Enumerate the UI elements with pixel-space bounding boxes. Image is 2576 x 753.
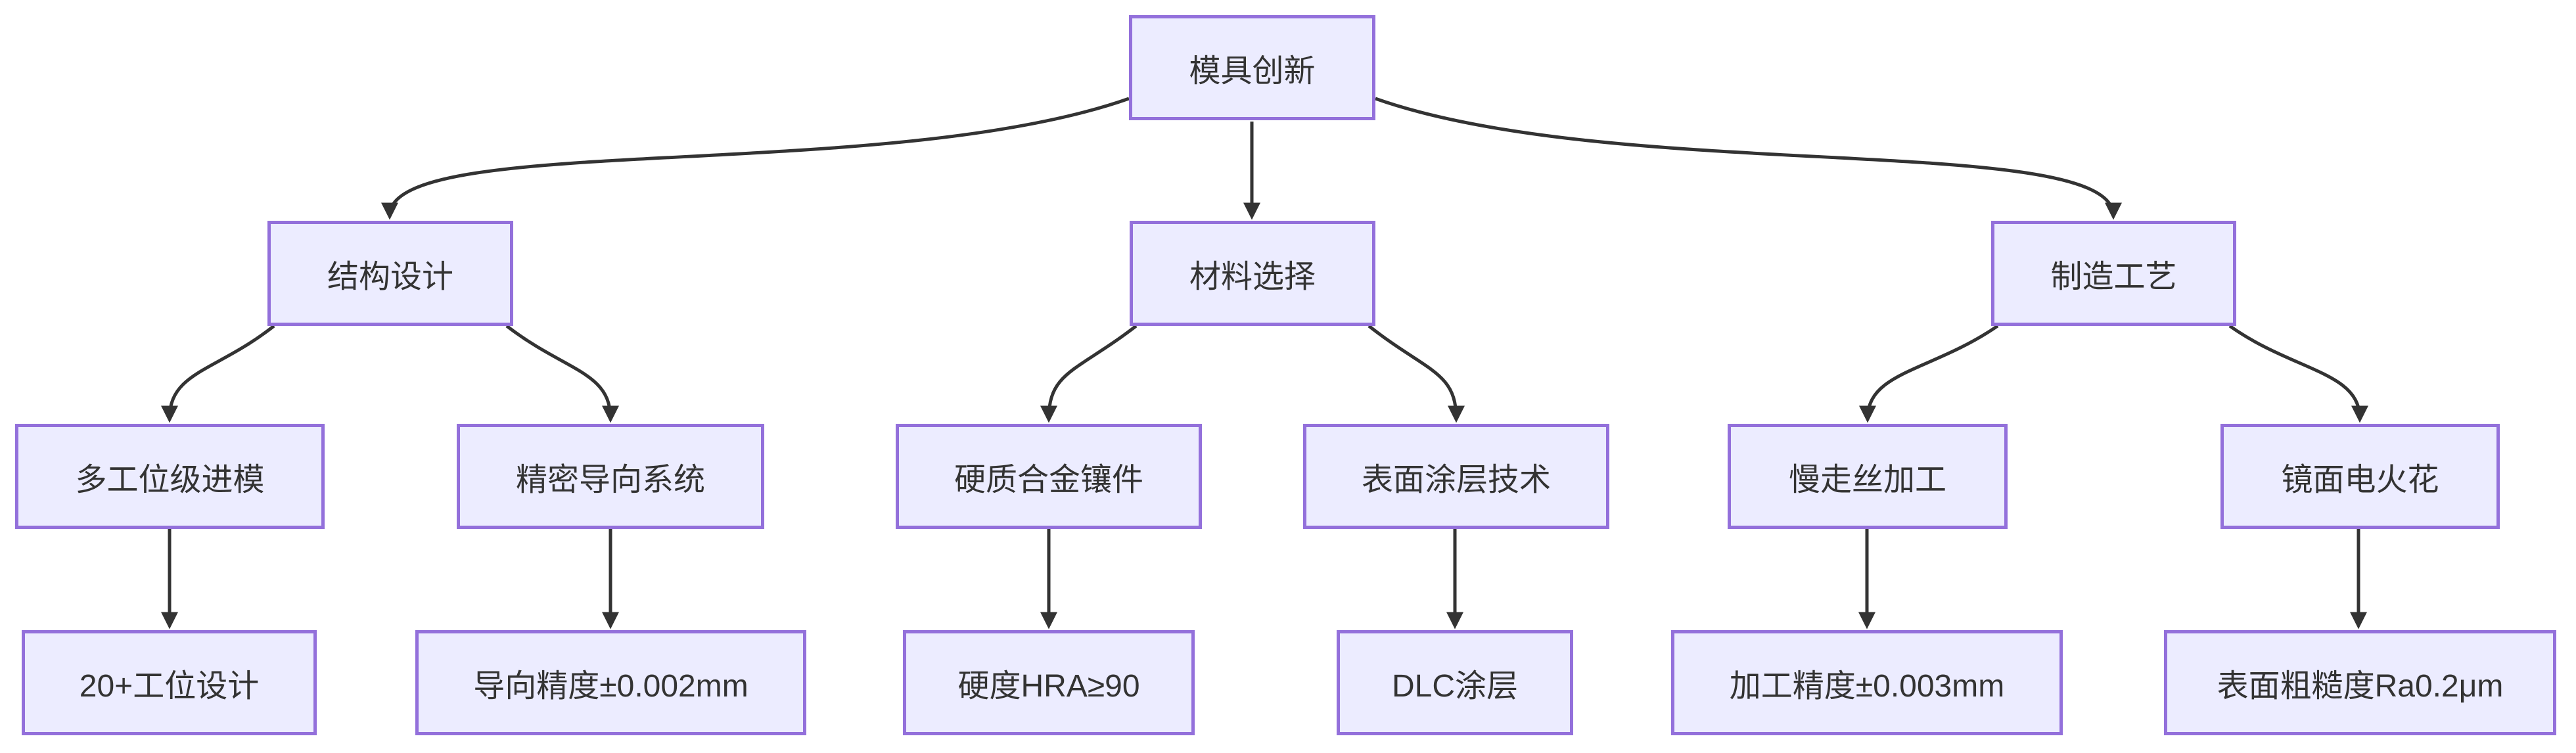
node-guide-accuracy-detail: 导向精度±0.002mm [415,630,806,735]
node-material-selection: 材料选择 [1130,221,1375,326]
node-manufacturing-process-label: 制造工艺 [2050,260,2177,294]
node-surface-roughness-detail: 表面粗糙度Ra0.2μm [2164,630,2556,735]
edge-material-to-carbide [1040,325,1138,423]
edge-structure-to-guide [505,325,619,423]
node-surface-roughness-detail-label: 表面粗糙度Ra0.2μm [2217,669,2504,704]
node-carbide-insert: 硬质合金镶件 [896,424,1202,529]
edge-root-to-process [1375,97,2122,220]
node-slow-wire-cutting-label: 慢走丝加工 [1788,463,1946,497]
node-root-label: 模具创新 [1189,54,1316,89]
node-root: 模具创新 [1129,15,1375,120]
node-dlc-coating-detail: DLC涂层 [1337,630,1573,735]
node-mirror-edm: 镜面电火花 [2220,424,2500,529]
node-surface-coating-label: 表面涂层技术 [1361,463,1551,497]
node-material-selection-label: 材料选择 [1189,260,1316,294]
node-station-design-detail: 20+工位设计 [22,630,317,735]
node-precision-guide: 精密导向系统 [457,424,764,529]
node-multistation-die-label: 多工位级进模 [75,463,265,497]
node-surface-coating: 表面涂层技术 [1303,424,1609,529]
node-machining-accuracy-detail-label: 加工精度±0.003mm [1729,669,2005,704]
node-mirror-edm-label: 镜面电火花 [2281,463,2439,497]
node-precision-guide-label: 精密导向系统 [515,463,705,497]
node-slow-wire-cutting: 慢走丝加工 [1728,424,2008,529]
edge-process-to-edm [2228,324,2368,423]
node-station-design-detail-label: 20+工位设计 [79,669,260,704]
edge-process-to-wirecut [1859,324,1999,423]
edge-root-to-structure [381,97,1130,220]
node-structure-design-label: 结构设计 [327,260,453,294]
edge-material-to-coating [1368,325,1465,423]
node-multistation-die: 多工位级进模 [15,424,325,529]
node-guide-accuracy-detail-label: 导向精度±0.002mm [473,669,748,704]
node-hardness-detail-label: 硬度HRA≥90 [957,669,1140,704]
node-manufacturing-process: 制造工艺 [1991,221,2236,326]
node-machining-accuracy-detail: 加工精度±0.003mm [1671,630,2063,735]
node-structure-design: 结构设计 [267,221,513,326]
node-dlc-coating-detail-label: DLC涂层 [1391,669,1519,704]
node-hardness-detail: 硬度HRA≥90 [903,630,1195,735]
node-carbide-insert-label: 硬质合金镶件 [954,463,1143,497]
edge-structure-to-multistation [161,325,275,423]
